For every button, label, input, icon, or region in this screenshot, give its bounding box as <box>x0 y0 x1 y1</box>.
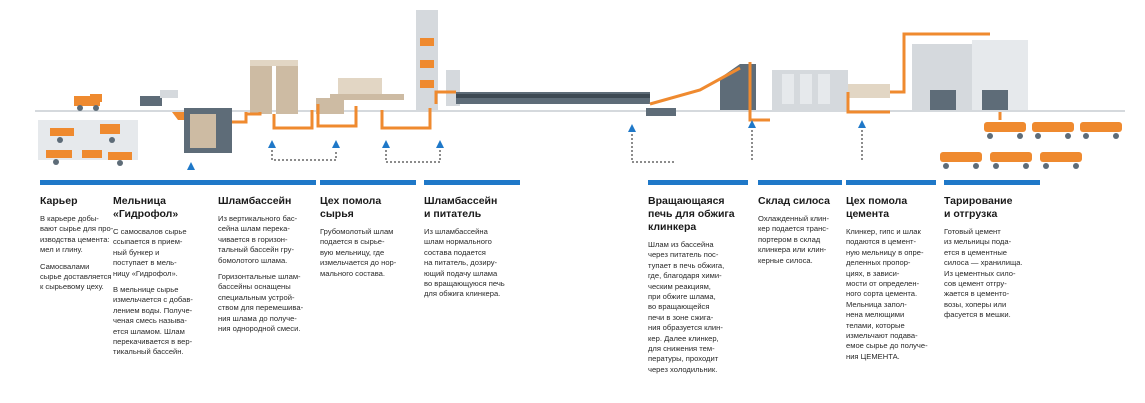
stage-slurry-basin: Шламбассейн Из вертикального бас- сейна … <box>218 180 316 340</box>
stage-paragraph: Готовый цемент из мельницы пода- ется в … <box>944 227 1023 320</box>
stage-hydrofol-mill: Мельница «Гидрофол» С самосвалов сырье с… <box>113 180 221 364</box>
stage-slurry-feeder: Шламбассейн и питатель Из шламбассейна ш… <box>424 180 520 306</box>
stage-paragraph: В мельнице сырье измельчается с добав- л… <box>113 285 193 357</box>
stage-title: Шламбассейн и питатель <box>424 195 498 220</box>
rotary-kiln-illustration <box>456 92 650 104</box>
cement-wagons-illustration <box>940 122 1122 169</box>
stage-title: Цех помола цемента <box>846 195 908 220</box>
slurry-basin-illustration <box>250 60 298 114</box>
stage-paragraph: С самосвалов сырье ссыпается в прием- ны… <box>113 227 187 278</box>
stage-bar <box>40 180 180 185</box>
stage-cement-mill: Цех помола цемента Клинкер, гипс и шлак … <box>846 180 936 368</box>
stage-paragraph: В карьере добы- вают сырье для про- изво… <box>40 214 114 255</box>
quarry-trucks-illustration <box>38 90 178 166</box>
stage-title: Тарирование и отгрузка <box>944 195 1013 220</box>
stage-paragraph: Шлам из бассейна через питатель пос- туп… <box>648 240 725 374</box>
stage-title: Шламбассейн <box>218 195 292 207</box>
stage-rotary-kiln: Вращающаяся печь для обжига клинкера Шла… <box>648 180 748 381</box>
cement-silos-illustration <box>912 40 1028 110</box>
cement-process-diagram <box>35 10 1125 170</box>
stage-packing-shipping: Тарирование и отгрузка Готовый цемент из… <box>944 180 1040 327</box>
stage-title: Вращающаяся печь для обжига клинкера <box>648 195 735 233</box>
stage-quarry: Карьер В карьере добы- вают сырье для пр… <box>40 180 180 299</box>
stage-raw-mill: Цех помола сырья Грубомолотый шлам подае… <box>320 180 416 285</box>
process-pipeline <box>232 32 1002 130</box>
stage-bar <box>944 180 1040 185</box>
clinker-silos-illustration <box>772 70 848 112</box>
hydrofol-mill-illustration <box>172 108 232 153</box>
stage-paragraph: Грубомолотый шлам подается в сырье- вую … <box>320 227 397 278</box>
stage-bar <box>846 180 936 185</box>
stage-bar <box>424 180 520 185</box>
stage-markers <box>187 120 866 170</box>
stage-paragraph: Охлажденный клин- кер подается транс- по… <box>758 214 830 265</box>
ground-line <box>35 110 1125 112</box>
stage-bar <box>648 180 748 185</box>
stage-bar <box>218 180 316 185</box>
stage-title: Цех помола сырья <box>320 195 382 220</box>
stage-clinker-silos: Склад силоса Охлажденный клин- кер подае… <box>758 180 842 272</box>
stage-title: Мельница «Гидрофол» <box>113 195 179 220</box>
stage-bar <box>320 180 416 185</box>
stage-paragraph: Из вертикального бас- сейна шлам перека-… <box>218 214 298 265</box>
stage-bar <box>758 180 842 185</box>
cement-mill-illustration <box>848 84 890 98</box>
stage-paragraph: Из шламбассейна шлам нормального состава… <box>424 227 505 299</box>
stage-bar <box>113 180 221 185</box>
stage-paragraph: Клинкер, гипс и шлак подаются в цемент- … <box>846 227 928 361</box>
stage-paragraph: Горизонтальные шлам- бассейны оснащены с… <box>218 272 304 334</box>
stage-title: Карьер <box>40 195 78 207</box>
stage-title: Склад силоса <box>758 195 830 207</box>
chimney-illustration <box>416 10 460 110</box>
raw-mill-illustration <box>316 78 404 114</box>
stage-paragraph: Самосвалами сырье доставляется к сырьево… <box>40 261 112 292</box>
